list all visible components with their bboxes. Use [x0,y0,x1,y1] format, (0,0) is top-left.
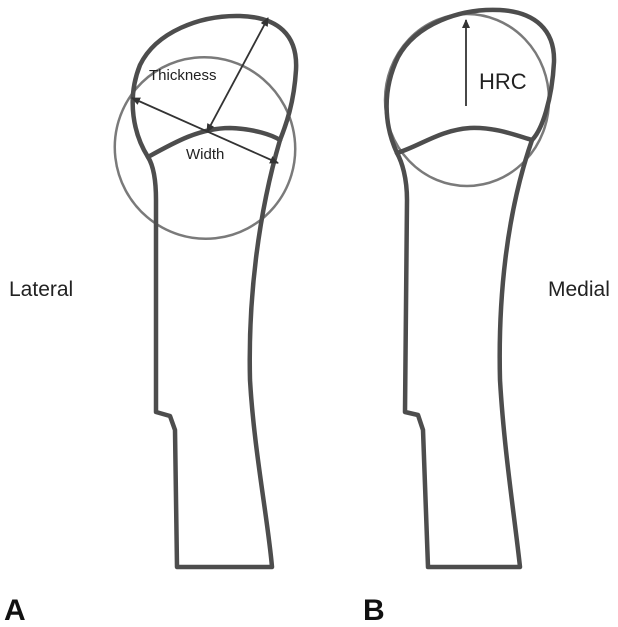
humerus-shaft-outline-b [397,140,532,567]
panel-label-a: A [4,594,26,627]
lateral-label: Lateral [9,278,73,301]
humeral-head-outline-b [387,10,554,153]
anatomical-neck-curve-b [397,128,532,153]
panel-b: HRC B [363,10,554,627]
hrc-label: HRC [479,69,527,94]
panel-a: Thickness Width A [4,16,327,627]
medial-label: Medial [548,278,610,301]
thickness-label: Thickness [149,67,217,84]
humerus-shaft-outline-a [148,140,280,567]
width-label: Width [186,146,224,163]
panel-label-b: B [363,594,385,627]
